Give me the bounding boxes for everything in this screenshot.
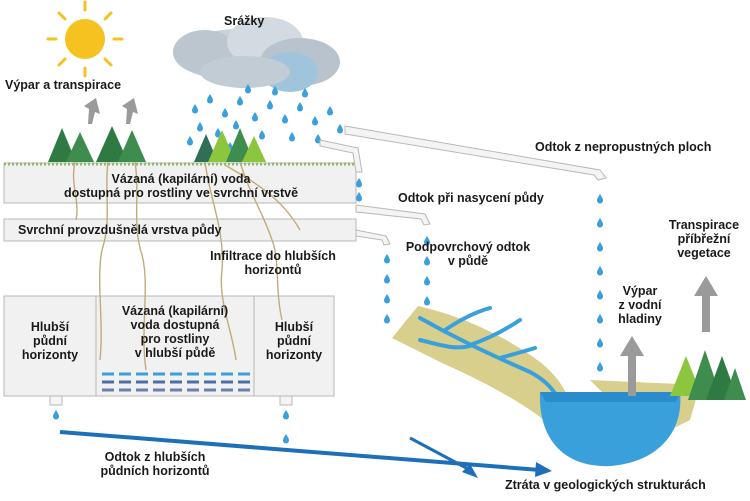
bound-water-deep-line1: Vázaná (kapilární) [121,304,229,318]
riparian-transpiration-label: Transpirace příbřežní vegetace [658,218,750,260]
tree-icon [48,126,266,162]
deep-bound-water-box [95,295,255,397]
deep-left-line1: Hlubší [30,320,70,334]
deep-runoff-line1: Odtok z hlubších [104,450,206,464]
roots [72,161,301,371]
subsurface-runoff-label: Podpovrchový odtok v půdě [398,240,538,268]
surface-evap-line2: z vodní [618,298,662,312]
lake [539,392,681,467]
impervious-runoff-label: Odtok z nepropustných ploch [535,140,712,154]
stream-channels [418,306,560,400]
deep-left-line3: horizonty [21,348,79,362]
bound-water-deep-label: Vázaná (kapilární) voda dostupná pro ros… [96,304,254,360]
deep-right-line1: Hlubší [274,320,314,334]
bound-water-deep-line3: pro rostliny [140,332,210,346]
tree-icon [670,350,746,400]
deep-left-line2: půdní [32,334,67,348]
runoff-pipes [49,125,607,406]
topsoil-layer [3,162,357,204]
bound-water-deep-line2: voda dostupná [130,318,220,332]
infiltration-line1: Infiltrace do hlubších [210,249,336,263]
surface-evap-line3: hladiny [618,312,662,326]
deep-horizon-right [253,295,335,397]
bound-water-top-line2: dostupná pro rostliny ve svrchní vrstvě [63,186,299,200]
arrow-icon [620,276,718,396]
surface-evap-line1: Výpar [622,284,658,298]
evapotranspiration-arrows [84,98,138,124]
deep-runoff-line2: půdních horizontů [100,464,210,478]
subsurface-runoff-line2: v půdě [447,254,489,268]
groundwater-dashes [102,372,250,392]
bound-water-top-label: Vázaná (kapilární) voda dostupná pro ros… [14,172,348,200]
riverbank [392,306,575,430]
riparian-line2: příbřežní [677,232,731,246]
bound-water-deep-line4: v hlubší půdě [134,346,216,360]
precipitation-label: Srážky [224,14,265,28]
deep-runoff-label: Odtok z hlubších půdních horizontů [60,450,250,478]
deep-right-line3: horizonty [265,348,323,362]
saturation-runoff-label: Odtok při nasycení půdy [398,191,544,205]
bound-water-top-line1: Vázaná (kapilární) voda [111,172,251,186]
deep-horizon-right-label: Hlubší půdní horizonty [254,320,334,362]
riparian-line1: Transpirace [668,218,740,232]
subsurface-runoff-line1: Podpovrchový odtok [405,240,531,254]
geological-loss-label: Ztráta v geologických strukturách [505,478,706,492]
sun-icon [46,0,124,78]
deep-runoff-arrow [59,430,552,478]
aerated-layer-label: Svrchní provzdušnělá vrstva půdy [18,223,222,237]
evapotranspiration-label: Výpar a transpirace [5,78,122,92]
deep-right-line2: půdní [276,334,311,348]
infiltration-label: Infiltrace do hlubších horizontů [198,249,348,277]
cloud-icon [173,17,340,92]
surface-evaporation-label: Výpar z vodní hladiny [604,284,676,326]
deep-horizon-left-label: Hlubší půdní horizonty [4,320,96,362]
infiltration-line2: horizontů [244,263,302,277]
riparian-line3: vegetace [677,246,731,260]
